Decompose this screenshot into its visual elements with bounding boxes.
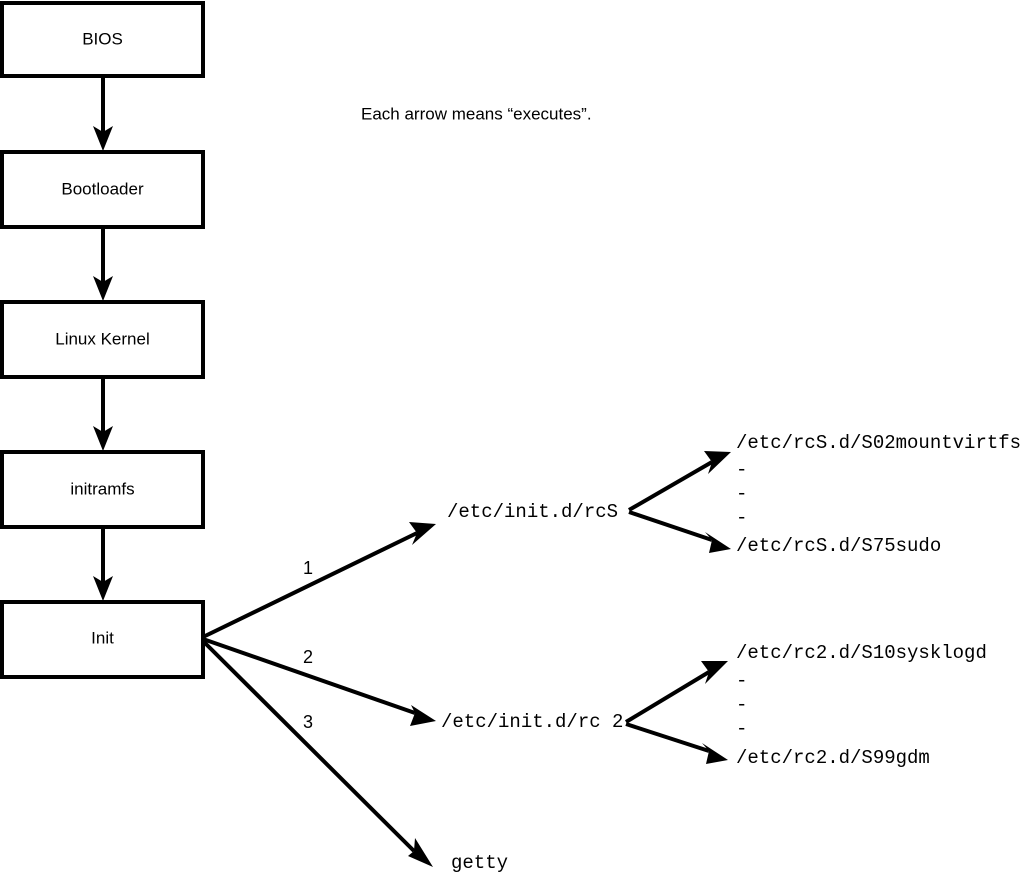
arrow-bios-to-bootloader: [93, 76, 113, 151]
arrow-rcs-to-last-script: [628, 510, 731, 553]
node-linux-kernel-label: Linux Kernel: [55, 329, 150, 348]
node-bios-label: BIOS: [82, 29, 123, 48]
node-initramfs-box[interactable]: [0, 450, 205, 529]
arrow-rc2-to-first-script: [624, 661, 728, 724]
label-getty[interactable]: getty: [451, 852, 508, 874]
arrow-init-branch-2: [202, 637, 436, 726]
node-init-label: Init: [91, 628, 114, 647]
label-rcs-last-script[interactable]: /etc/rcS.d/S75sudo: [736, 535, 941, 557]
arrow-rcs-to-first-script: [627, 451, 731, 512]
branch-number-3: 3: [303, 712, 313, 732]
label-rcs-first-script[interactable]: /etc/rcS.d/S02mountvirtfs: [736, 432, 1021, 454]
rc2-ellipsis-dash-1: -: [736, 670, 747, 692]
node-bootloader-label: Bootloader: [61, 179, 144, 198]
branch-number-1: 1: [303, 558, 313, 578]
arrow-bootloader-to-kernel: [93, 227, 113, 301]
label-init-d-rc2[interactable]: /etc/init.d/rc 2: [441, 711, 623, 733]
node-bios[interactable]: BIOS: [0, 1, 205, 78]
node-bios-box[interactable]: [0, 1, 205, 78]
arrow-rc2-to-last-script: [625, 722, 728, 764]
rcs-ellipsis-dash-2: -: [736, 483, 747, 505]
arrow-kernel-to-initramfs: [93, 377, 113, 451]
node-initramfs-label: initramfs: [70, 479, 134, 498]
arrow-init-branch-1: [202, 522, 436, 639]
arrow-initramfs-to-init: [93, 527, 113, 601]
node-linux-kernel[interactable]: Linux Kernel: [0, 300, 205, 379]
branch-number-2: 2: [303, 647, 313, 667]
arrow-init-branch-3: [201, 639, 433, 867]
diagram-caption: Each arrow means “executes”.: [361, 104, 592, 123]
node-initramfs[interactable]: initramfs: [0, 450, 205, 529]
rc2-ellipsis-dash-2: -: [736, 694, 747, 716]
rcs-ellipsis-dash-1: -: [736, 459, 747, 481]
label-rc2-last-script[interactable]: /etc/rc2.d/S99gdm: [736, 747, 930, 769]
rcs-ellipsis-dash-3: -: [736, 507, 747, 529]
node-init-box[interactable]: [0, 600, 205, 679]
node-bootloader[interactable]: Bootloader: [0, 150, 205, 229]
label-init-d-rcs[interactable]: /etc/init.d/rcS: [447, 501, 618, 523]
label-rc2-first-script[interactable]: /etc/rc2.d/S10sysklogd: [736, 642, 987, 664]
node-init[interactable]: Init: [0, 600, 205, 679]
rc2-ellipsis-dash-3: -: [736, 718, 747, 740]
